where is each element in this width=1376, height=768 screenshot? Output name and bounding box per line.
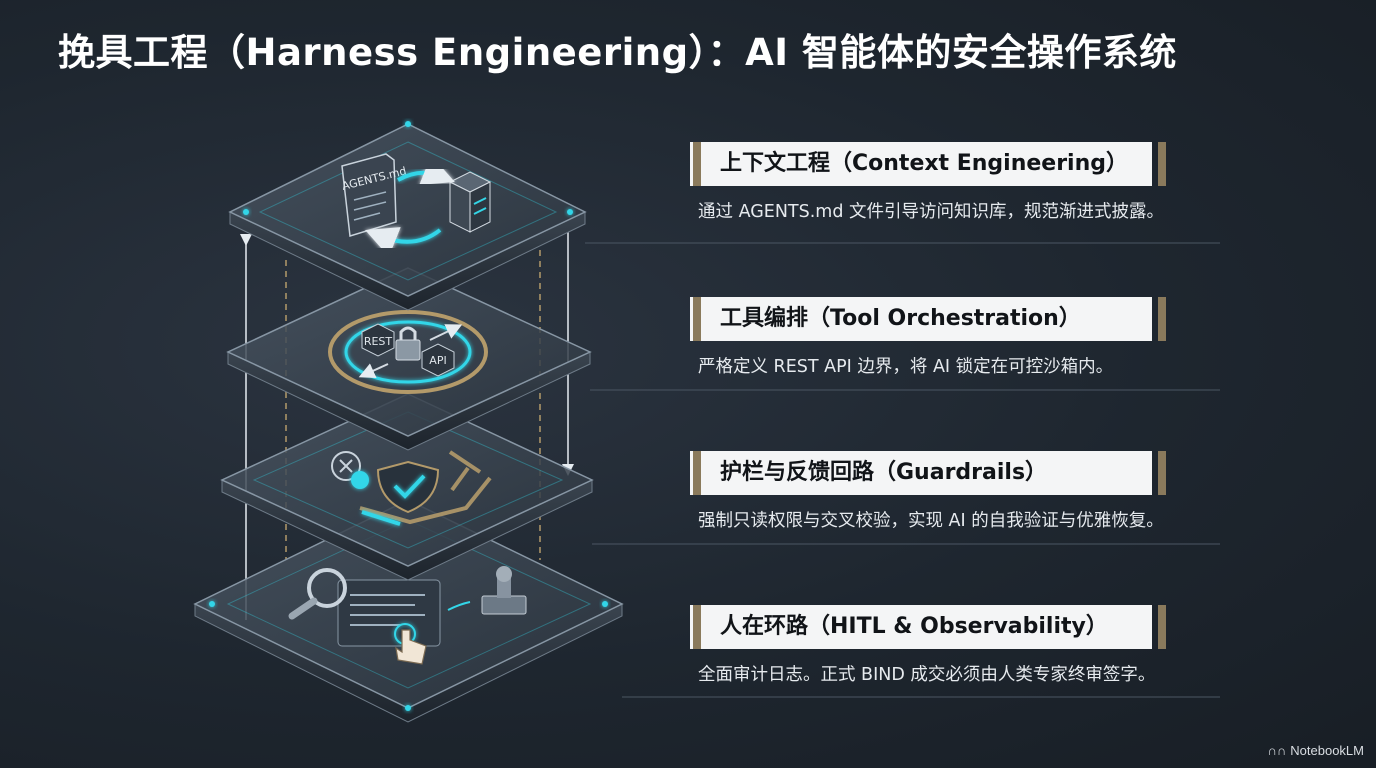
api-hex: API: [421, 343, 455, 377]
log-document: [337, 579, 441, 647]
layer-2-heading: 工具编排（Tool Orchestration）: [690, 297, 1166, 341]
x-circle-icon: [331, 451, 369, 489]
layer-4-plate: [193, 499, 624, 723]
layer-1-plate: AGENTS.md: [228, 121, 587, 311]
rest-hex: REST: [361, 323, 395, 357]
cube-icon: [448, 171, 492, 233]
connector-lines: [585, 242, 1220, 698]
page-title: 挽具工程（Harness Engineering）：AI 智能体的安全操作系统: [58, 31, 1177, 74]
notebooklm-logo-icon: ∩∩: [1267, 743, 1287, 758]
layer-1-description: 通过 AGENTS.md 文件引导访问知识库，规范渐进式披露。: [698, 202, 1165, 222]
rest-label: REST: [364, 335, 393, 348]
layer-2-description: 严格定义 REST API 边界，将 AI 锁定在可控沙箱内。: [698, 357, 1114, 377]
api-label: API: [429, 354, 446, 367]
brand-label: NotebookLM: [1290, 743, 1364, 758]
layer-4-heading: 人在环路（HITL & Observability）: [690, 605, 1166, 649]
layer-2-plate: REST API: [226, 267, 592, 451]
layer-1-heading: 上下文工程（Context Engineering）: [690, 142, 1166, 186]
lock-icon: [395, 326, 421, 361]
layer-3-description: 强制只读权限与交叉校验，实现 AI 的自我验证与优雅恢复。: [698, 511, 1164, 531]
stamp-icon: [447, 566, 527, 615]
layer-4-description: 全面审计日志。正式 BIND 成交必须由人类专家终审签字。: [698, 665, 1156, 685]
brand-watermark: ∩∩NotebookLM: [1268, 743, 1365, 758]
hand-pointer-icon: [394, 623, 427, 665]
shield-check-icon: [376, 460, 440, 514]
magnifier-icon: [288, 568, 347, 620]
layer-3-heading: 护栏与反馈回路（Guardrails）: [690, 451, 1166, 495]
layer-3-plate: [220, 393, 594, 581]
